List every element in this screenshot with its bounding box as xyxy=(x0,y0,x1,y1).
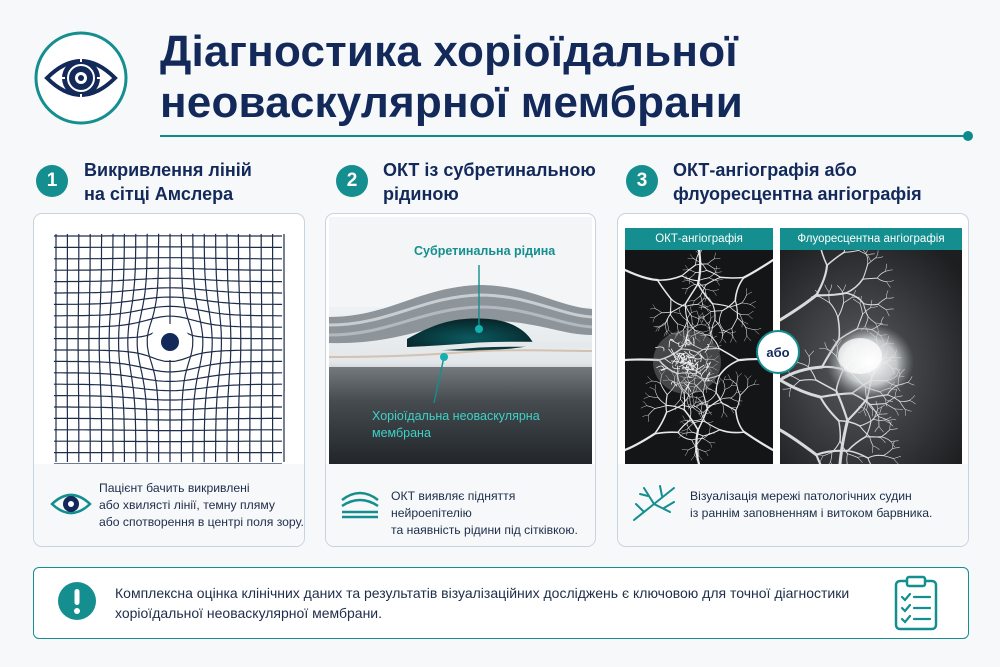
amsler-description-line-1: Пацієнт бачить викривлені xyxy=(99,481,250,495)
tab-oct-angiography: ОКТ-ангіографія xyxy=(625,228,773,250)
step-3-number: 3 xyxy=(626,165,658,197)
eye-target-icon xyxy=(33,30,129,126)
step-2-title-line-1: ОКТ із субретинальною xyxy=(383,160,596,180)
fluorescein-angiography-image xyxy=(780,250,962,464)
vessel-network-icon xyxy=(630,482,678,529)
eye-icon xyxy=(50,486,92,527)
amsler-card-footer: Пацієнт бачить викривлені або хвилясті л… xyxy=(34,464,304,546)
summary-text: Комплексна оцінка клінічних даних та рез… xyxy=(115,585,850,621)
cnv-membrane-label-line-1: Хоріоїдальна неоваскулярна xyxy=(372,409,540,423)
step-2-title-line-2: рідиною xyxy=(383,184,459,204)
oct-description-line-1: ОКТ виявляє підняття нейроепітелію xyxy=(391,489,516,520)
tab-fluorescein-angiography: Флуоресцентна ангіографія xyxy=(780,228,962,250)
cnv-membrane-label: Хоріоїдальна неоваскулярна мембрана xyxy=(372,408,540,442)
oct-card-footer: ОКТ виявляє підняття нейроепітелію та на… xyxy=(326,464,595,546)
subretinal-fluid-label: Субретинальна рідина xyxy=(414,244,556,258)
amsler-description: Пацієнт бачить викривлені або хвилясті л… xyxy=(99,480,304,531)
step-1-title: Викривлення ліній на сітці Амслера xyxy=(84,158,252,206)
step-2-number: 2 xyxy=(336,165,368,197)
title-line-2: неоваскулярної мембрани xyxy=(160,78,743,127)
angiography-description: Візуалізація мережі патологічних судин і… xyxy=(690,488,932,522)
step-1-title-line-1: Викривлення ліній xyxy=(84,160,252,180)
angiography-description-line-1: Візуалізація мережі патологічних судин xyxy=(690,489,912,503)
oct-description: ОКТ виявляє підняття нейроепітелію та на… xyxy=(391,488,595,539)
oct-card: Субретинальна рідина Хоріоїдальна неовас… xyxy=(325,213,596,547)
retina-layers-icon xyxy=(340,486,380,525)
step-3-title-line-1: ОКТ-ангіографія або xyxy=(673,160,857,180)
step-3-title: ОКТ-ангіографія або флуоресцентна ангіог… xyxy=(673,158,922,206)
step-1-title-line-2: на сітці Амслера xyxy=(84,184,234,204)
oct-angiography-image xyxy=(625,250,773,464)
angiography-description-line-2: із раннім заповненням і витоком барвника… xyxy=(690,506,933,520)
title-line-1: Діагностика хоріоїдальної xyxy=(160,27,738,76)
exclamation-icon xyxy=(57,581,97,626)
title-divider xyxy=(160,135,968,137)
amsler-grid-image xyxy=(53,233,285,464)
page-title: Діагностика хоріоїдальної неоваскулярної… xyxy=(160,26,743,128)
angiography-card-footer: Візуалізація мережі патологічних судин і… xyxy=(618,464,968,546)
oct-scan-image xyxy=(329,217,592,465)
cnv-membrane-label-line-2: мембрана xyxy=(372,426,431,440)
amsler-description-line-2: або хвилясті лінії, темну пляму xyxy=(99,498,275,512)
amsler-description-line-3: або спотворення в центрі поля зору. xyxy=(99,515,304,529)
clipboard-checklist-icon xyxy=(893,575,939,636)
oct-description-line-2: та наявність рідини під сітківкою. xyxy=(391,523,578,537)
step-2-title: ОКТ із субретинальною рідиною xyxy=(383,158,596,206)
title-divider-dot xyxy=(963,131,973,141)
amsler-card: Пацієнт бачить викривлені або хвилясті л… xyxy=(33,213,305,547)
step-1-number: 1 xyxy=(36,165,68,197)
angiography-card: ОКТ-ангіографія Флуоресцентна ангіографі… xyxy=(617,213,969,547)
step-3-title-line-2: флуоресцентна ангіографія xyxy=(673,184,922,204)
or-badge: або xyxy=(756,330,800,374)
summary-banner xyxy=(33,567,969,639)
